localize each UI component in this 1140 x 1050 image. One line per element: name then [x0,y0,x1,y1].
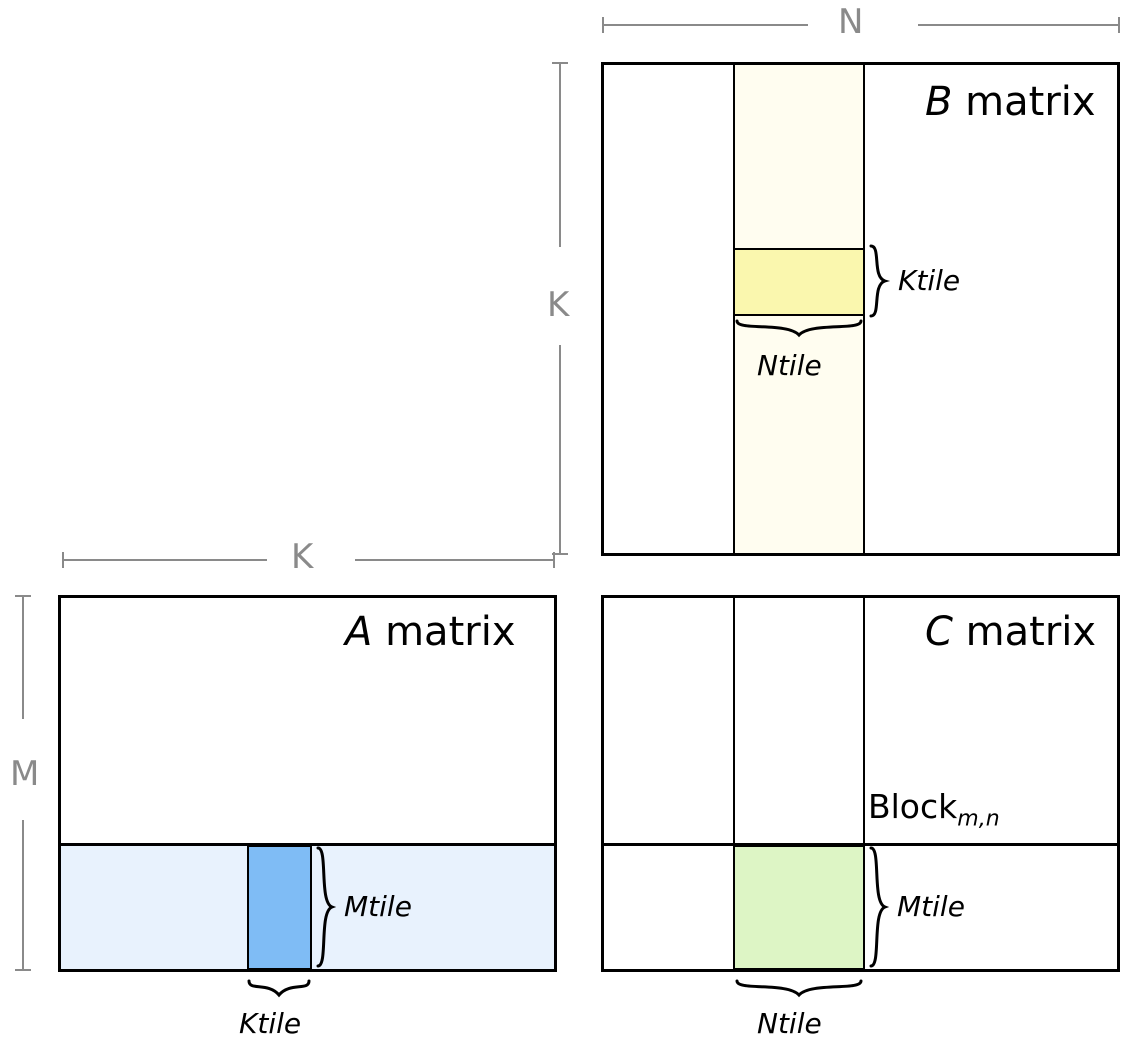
a-mtile-brace-icon [316,846,337,968]
a-matrix-letter: A [345,609,373,655]
k-vertical-ruler-bottom-cap [552,553,568,555]
a-matrix-label: A matrix [345,612,515,652]
b-ktile-label: Ktile [898,264,961,297]
a-mtile-label: Mtile [344,890,412,923]
c-matrix-frame [601,595,1120,972]
m-ruler-lower-segment [22,820,24,970]
c-block-label: Blockm,n [868,790,1000,831]
k-vertical-ruler-upper-segment [559,62,561,247]
c-matrix-label: C matrix [925,612,1096,652]
n-ruler-right-cap [1118,17,1120,33]
c-ntile-label: Ntile [757,1007,822,1040]
c-matrix-letter: C [925,609,953,655]
b-matrix-ktile-tile [733,248,865,316]
b-ntile-brace-icon [735,319,863,338]
k-vertical-ruler-lower-segment [559,345,561,554]
c-block-label-text: Block [868,787,958,826]
a-matrix-frame [58,595,557,972]
m-ruler-bottom-cap [15,969,31,971]
n-dimension-label: N [838,2,864,42]
m-ruler-upper-segment [22,595,24,719]
b-ntile-label: Ntile [757,349,822,382]
c-matrix-block-tile [733,845,865,970]
b-matrix-letter: B [925,79,953,125]
c-matrix-row-divider [604,843,1117,846]
k-horizontal-dimension-label: K [291,537,314,577]
c-matrix-name: matrix [965,609,1097,655]
c-mtile-label: Mtile [897,890,965,923]
k-horizontal-ruler-right-segment [355,559,555,561]
b-matrix-label: B matrix [925,82,1096,122]
k-horizontal-ruler-left-segment [62,559,267,561]
a-matrix-name: matrix [385,609,516,655]
c-ntile-brace-icon [735,979,863,998]
b-matrix-frame [601,62,1120,556]
b-matrix-name: matrix [965,79,1096,125]
a-ktile-label: Ktile [239,1007,302,1040]
a-matrix-ktile-tile [247,845,312,970]
n-ruler-left-segment [602,24,808,26]
b-ktile-brace-icon [869,244,891,318]
c-matrix-column-divider-right [863,598,865,969]
a-matrix-row-divider [61,843,554,846]
k-horizontal-ruler-right-cap [553,552,555,568]
c-block-label-subscript: m,n [957,806,1000,832]
c-mtile-brace-icon [869,846,890,968]
n-ruler-right-segment [918,24,1120,26]
c-matrix-column-divider-left [733,598,735,969]
k-vertical-dimension-label: K [547,285,570,325]
m-dimension-label: M [10,754,40,794]
a-ktile-brace-icon [247,979,311,998]
